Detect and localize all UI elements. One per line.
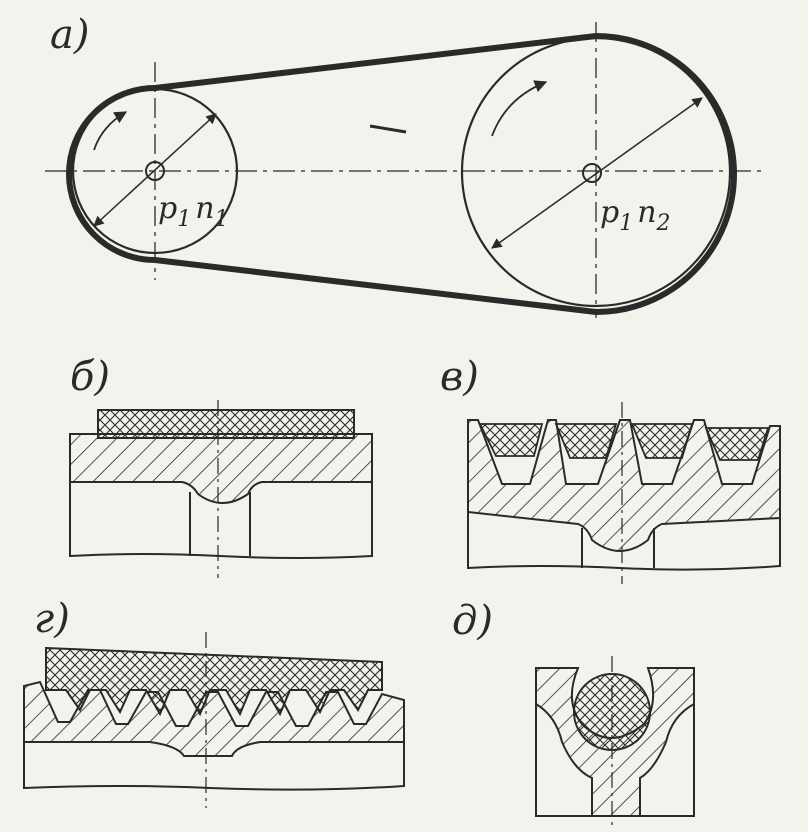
right-diameter-arrow-icon: [491, 97, 703, 249]
figure-g-toothed-belt: г): [23, 596, 405, 808]
v-pulley-web: [581, 528, 655, 568]
flat-rim-section: [69, 433, 373, 504]
figure-b-label: б): [70, 354, 110, 400]
right-rotation-arrow-icon: [491, 80, 548, 137]
figure-d-label: д): [452, 598, 493, 644]
figure-g-label: г): [34, 596, 70, 642]
toothed-rim-section: [23, 680, 405, 757]
right-pulley: [460, 36, 732, 308]
belt: [66, 33, 737, 315]
figure-a-label: а): [50, 12, 89, 58]
right-hub: [582, 163, 602, 183]
figure-v-v-belt: в): [440, 354, 781, 584]
figure-v-label: в): [440, 354, 479, 400]
flat-pulley-web: [189, 492, 251, 556]
left-pulley: [71, 87, 239, 255]
v-belt-rim-section: [467, 419, 781, 552]
left-diameter-arrow-icon: [93, 113, 217, 227]
toothed-pulley-body: [23, 742, 405, 791]
figure-b-flat-belt: б): [69, 354, 373, 578]
belt-middle-mark: [369, 124, 407, 134]
left-rotation-arrow-icon: [93, 111, 128, 151]
flat-pulley-body: [69, 482, 373, 559]
figure-d-round-belt: д): [452, 598, 695, 830]
v-pulley-body: [467, 512, 781, 571]
round-pulley-body: [535, 704, 695, 817]
v-belt-sections: [478, 423, 770, 461]
